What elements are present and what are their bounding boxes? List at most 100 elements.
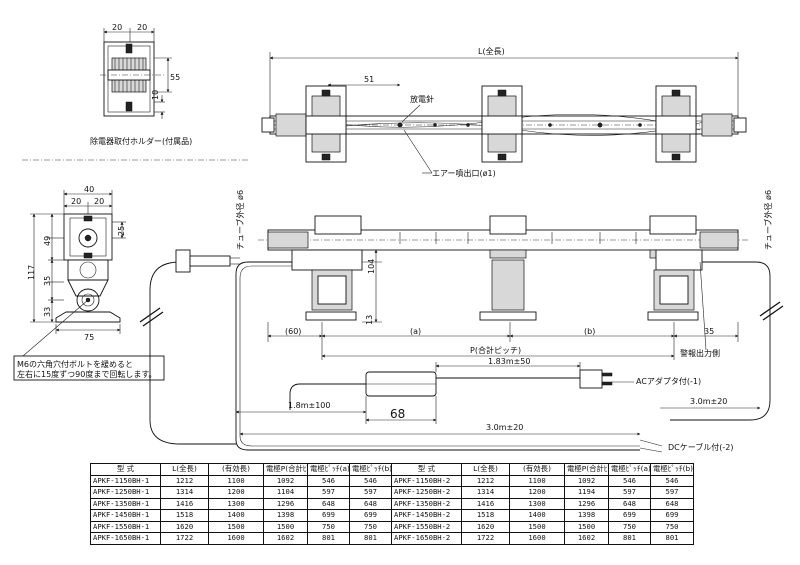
table-cell: 1400 — [208, 509, 264, 522]
table-cell: 1600 — [509, 532, 565, 545]
table-cell: 1722 — [461, 532, 510, 545]
top-length-label: L(全長) — [478, 46, 505, 56]
table-cell: 1500 — [208, 520, 264, 533]
side-dim-20a: 20 — [71, 197, 81, 206]
table-cell: APKF-1450BH-2 — [391, 509, 462, 522]
table-cell: 1518 — [461, 509, 510, 522]
bolt-note-2: 左右に15度ずつ90度まで回転します。 — [17, 369, 157, 379]
table-cell: 597 — [349, 486, 392, 499]
table-cell: 546 — [349, 474, 392, 487]
holder-dim-55: 55 — [170, 73, 180, 82]
needle-label: 放電針 — [410, 94, 434, 104]
table-cell: 1600 — [208, 532, 264, 545]
table-cell: 1300 — [208, 497, 264, 510]
front-unit-left — [291, 215, 363, 321]
table-cell: 801 — [608, 532, 651, 545]
table-cell: 546 — [307, 474, 350, 487]
ac-adapter-label: ACアダプタ付(-1) — [636, 376, 701, 386]
table-cell: APKF-1550BH-2 — [391, 520, 462, 533]
table-cell: 1500 — [564, 520, 609, 533]
table-cell: 1194 — [564, 486, 609, 499]
table-cell: 597 — [307, 486, 350, 499]
header-model-2: 型 式 — [391, 463, 462, 476]
table-cell: 1400 — [509, 509, 565, 522]
table-cell: 1100 — [509, 474, 565, 487]
header-pitch-b-1: 電極ﾋﾟｯﾁ(b) — [349, 463, 392, 476]
table-cell: APKF-1350BH-2 — [391, 497, 462, 510]
table-row: APKF-1350BH-1 1416 1300 1296 648 648 APK… — [90, 497, 694, 510]
alarm-label: 警報出力側 — [680, 348, 720, 358]
top-holder-right — [655, 85, 697, 163]
side-dim-33: 33 — [43, 307, 52, 317]
table-row: APKF-1250BH-1 1314 1200 1104 597 597 APK… — [90, 486, 694, 499]
table-cell: 1314 — [160, 486, 209, 499]
header-effective-1: (有効長) — [208, 463, 264, 476]
side-dim-20b: 20 — [94, 197, 104, 206]
side-dim-49: 49 — [43, 236, 52, 246]
tube-label-left: チューブ外径 ø6 — [235, 190, 245, 250]
front-dim-35: 35 — [704, 327, 714, 336]
top-needles — [397, 122, 642, 128]
top-end-right — [701, 113, 747, 137]
front-dim-104: 104 — [367, 259, 376, 274]
table-cell: APKF-1650BH-1 — [90, 532, 161, 545]
front-unit-right — [647, 215, 703, 321]
table-cell: 1722 — [160, 532, 209, 545]
front-dim-a: (a) — [410, 327, 421, 336]
table-cell: 699 — [307, 509, 350, 522]
top-holder-left — [305, 85, 347, 163]
dc-cable-label: DCケーブル付(-2) — [668, 442, 733, 452]
table-cell: 750 — [349, 520, 392, 533]
table-cell: 1300 — [509, 497, 565, 510]
table-cell: 801 — [349, 532, 392, 545]
spec-table: 型 式 L(全長) (有効長) 電極P(合計ﾋﾟｯﾁ) 電極ﾋﾟｯﾁ(a) 電極… — [90, 463, 694, 545]
table-cell: 699 — [349, 509, 392, 522]
table-cell: 1104 — [263, 486, 308, 499]
side-view-drawing: 40 20 20 75 117 49 35 33 — [15, 185, 126, 363]
table-cell: 1416 — [461, 497, 510, 510]
table-cell: 1602 — [263, 532, 308, 545]
holder-dim-20b: 20 — [137, 23, 147, 32]
header-length-2: L(全長) — [461, 463, 510, 476]
header-pitch-a-2: 電極ﾋﾟｯﾁ(a) — [608, 463, 651, 476]
table-cell: 648 — [349, 497, 392, 510]
front-dim-b: (b) — [584, 327, 595, 336]
table-cell: 1398 — [263, 509, 308, 522]
table-cell: APKF-1550BH-1 — [90, 520, 161, 533]
header-pitch-a-1: 電極ﾋﾟｯﾁ(a) — [307, 463, 350, 476]
table-cell: 1296 — [263, 497, 308, 510]
top-view-drawing: L(全長) 51 — [261, 46, 747, 178]
holder-drawing: 20 20 55 10 除電器取付ホルダー(付属品) — [22, 23, 250, 161]
table-cell: 1296 — [564, 497, 609, 510]
front-dim-60: (60) — [285, 327, 301, 336]
table-cell: 801 — [650, 532, 694, 545]
table-cell: 750 — [608, 520, 651, 533]
front-needle-marks — [399, 232, 637, 244]
table-cell: APKF-1450BH-1 — [90, 509, 161, 522]
bolt-note-1: M6の六角穴付ボルトを緩めると — [17, 359, 133, 369]
table-cell: 750 — [307, 520, 350, 533]
table-cell: 1620 — [461, 520, 510, 533]
table-cell: 1518 — [160, 509, 209, 522]
side-dim-117: 117 — [27, 265, 36, 280]
side-dim-35: 35 — [43, 276, 52, 286]
table-cell: 1500 — [263, 520, 308, 533]
table-row: APKF-1550BH-1 1620 1500 1500 750 750 APK… — [90, 520, 694, 533]
table-cell: APKF-1150BH-2 — [391, 474, 462, 487]
front-dim-13: 13 — [365, 315, 374, 325]
side-dim-40: 40 — [84, 185, 94, 194]
table-header-row: 型 式 L(全長) (有効長) 電極P(合計ﾋﾟｯﾁ) 電極ﾋﾟｯﾁ(a) 電極… — [90, 463, 694, 476]
table-cell: 1314 — [461, 486, 510, 499]
holder-dim-20a: 20 — [112, 23, 122, 32]
table-row: APKF-1650BH-1 1722 1600 1602 801 801 APK… — [90, 532, 694, 545]
front-unit-center — [479, 215, 537, 321]
ac-tail-length: 3.0m±20 — [690, 397, 727, 406]
holder-caption: 除電器取付ホルダー(付属品) — [90, 136, 192, 146]
table-cell: APKF-1150BH-1 — [90, 474, 161, 487]
table-cell: 699 — [650, 509, 694, 522]
header-model-1: 型 式 — [90, 463, 161, 476]
table-cell: 648 — [307, 497, 350, 510]
tube-label-right: チューブ外径 ø6 — [763, 190, 773, 250]
top-end-left — [261, 113, 307, 137]
